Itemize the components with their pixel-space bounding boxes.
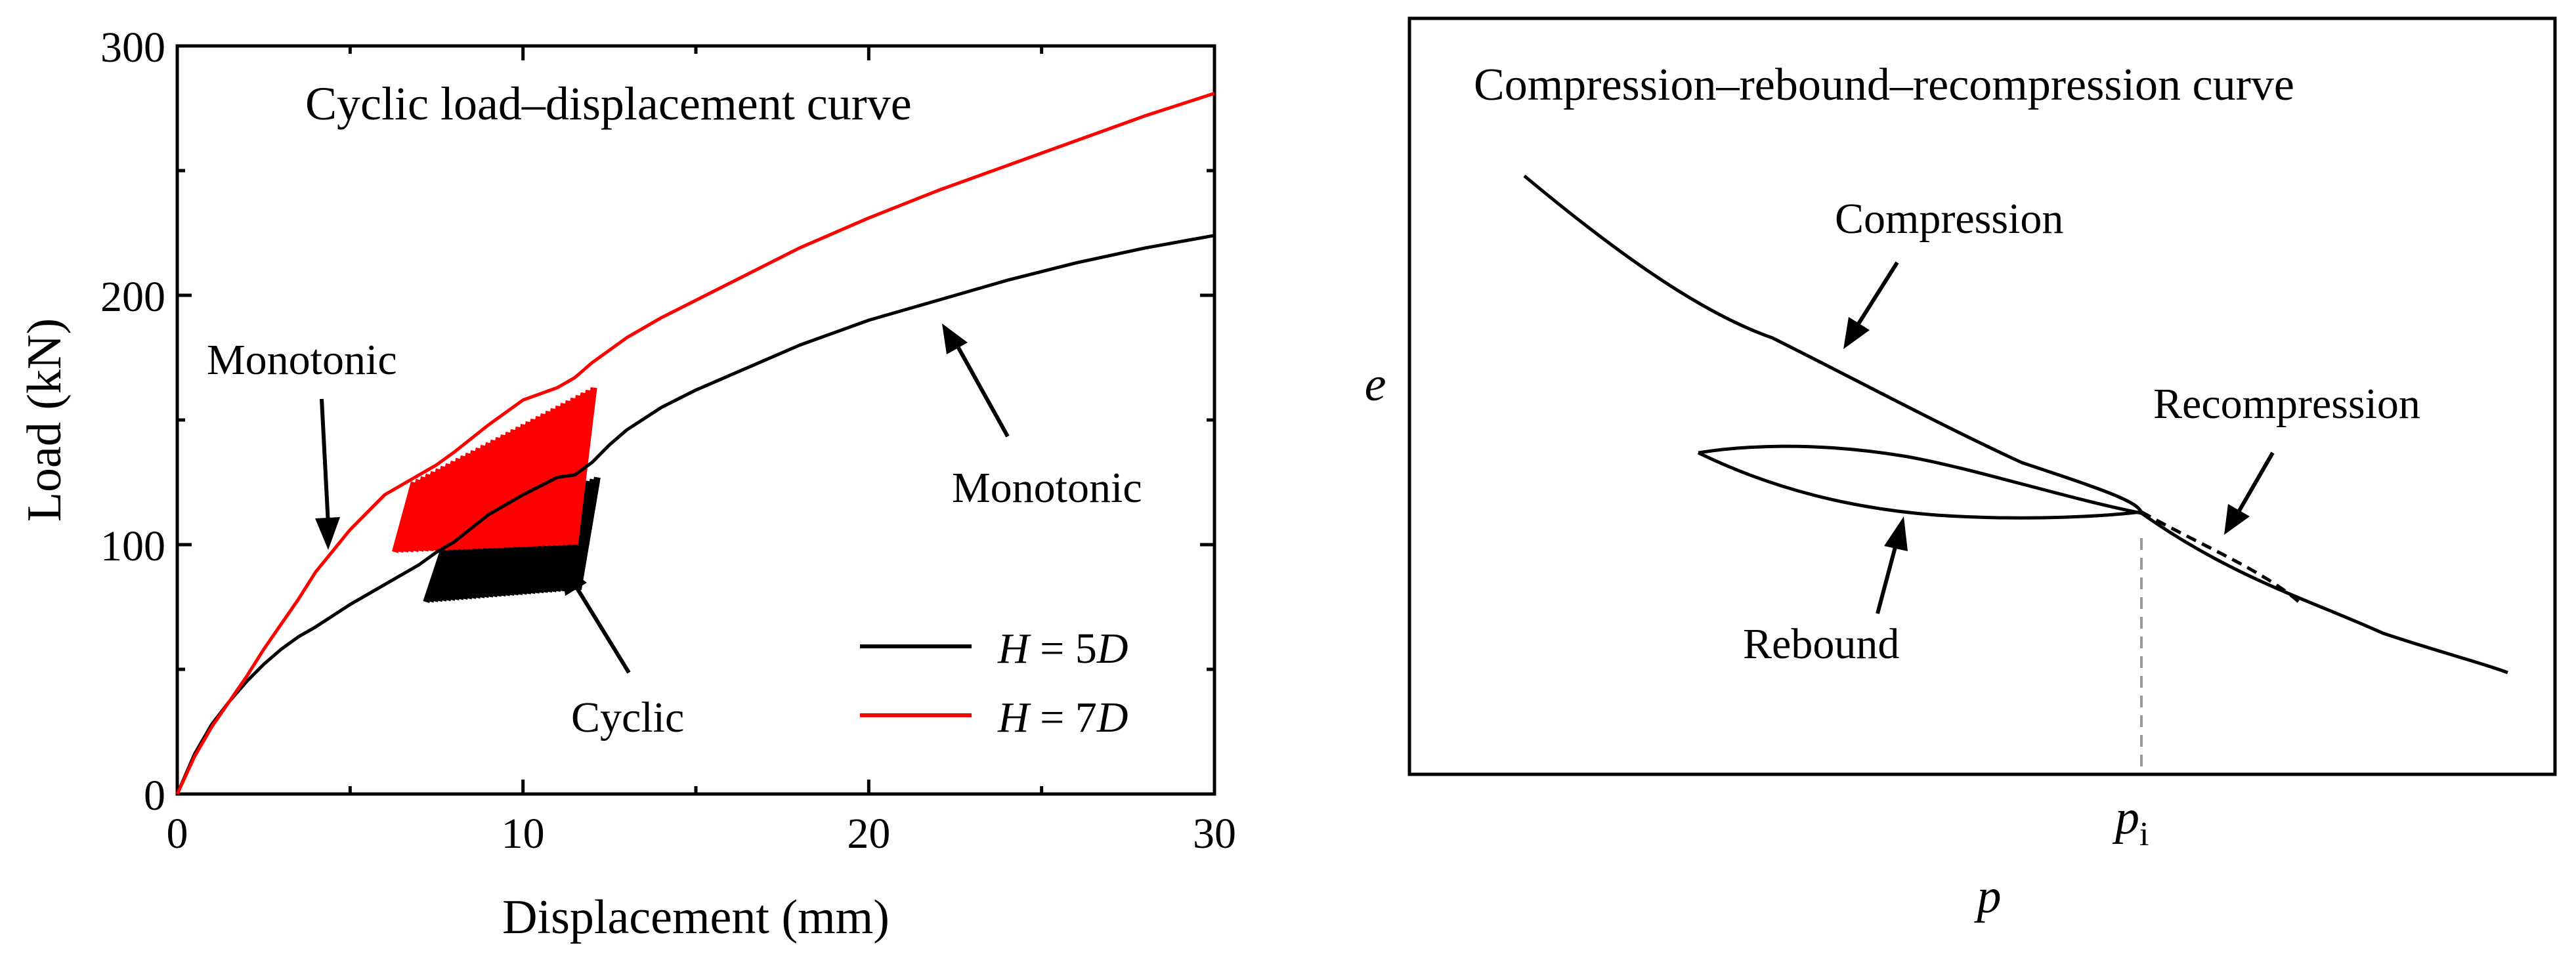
x-tick-label: 0 (167, 810, 188, 858)
x-axis-label: Displacement (mm) (502, 890, 890, 944)
annotation-cyclic: Cyclic (571, 694, 684, 742)
annotation-rebound: Rebound (1743, 620, 1899, 668)
arrowhead-monotonic-black (942, 324, 968, 354)
right-plot-frame (1407, 16, 2557, 776)
x-tick-label: 10 (502, 810, 545, 858)
arrow-recompression (2237, 451, 2275, 513)
legend-label-7d: H = 7D (997, 694, 1128, 742)
arrowhead-rebound (1884, 516, 1908, 551)
annotation-monotonic-black: Monotonic (952, 464, 1142, 512)
arrowhead-compression (1843, 317, 1870, 349)
y-tick-label: 0 (144, 772, 165, 820)
annotation-compression: Compression (1835, 195, 2063, 243)
arrowhead-cyclic (561, 563, 587, 596)
y-tick-label: 300 (100, 24, 165, 72)
annotation-recompression: Recompression (2153, 380, 2420, 428)
arrow-monotonic-red (320, 398, 330, 526)
left-chart-annotation-title: Cyclic load–displacement curve (305, 77, 912, 130)
compression-curve (1523, 175, 2508, 675)
series-lines (175, 91, 1215, 795)
left-axis-ticks (175, 44, 1216, 796)
y-tick-label: 200 (100, 273, 165, 321)
y-axis-label: Load (kN) (18, 318, 72, 522)
series-line-7d (175, 91, 1215, 795)
y-tick-label: 100 (100, 522, 165, 570)
arrow-monotonic-black (956, 346, 1010, 438)
cyclic-loop-7d (391, 387, 597, 553)
x-tick-label: 20 (847, 810, 890, 858)
right-chart-annotation-title: Compression–rebound–recompression curve (1474, 60, 2294, 110)
right-x-axis-label: p (1974, 869, 2002, 923)
x-tick-label: 30 (1193, 810, 1236, 858)
recompression-dashed-curve (2140, 510, 2302, 605)
cyclic-loops (391, 387, 601, 603)
legend-label-5d: H = 5D (997, 625, 1128, 673)
recompression-solid-curve (1697, 451, 2142, 520)
series-line-5d (175, 234, 1215, 795)
right-y-axis-label: e (1365, 358, 1386, 411)
annotation-monotonic-red: Monotonic (207, 336, 397, 384)
arrowhead-monotonic-red (315, 517, 340, 550)
arrow-cyclic (576, 588, 631, 674)
arrow-compression (1856, 261, 1899, 326)
arrow-rebound (1876, 544, 1898, 614)
pi-tick-label: pi (2112, 791, 2149, 853)
rebound-curve (1698, 444, 2142, 515)
arrowhead-recompression (2224, 504, 2250, 535)
